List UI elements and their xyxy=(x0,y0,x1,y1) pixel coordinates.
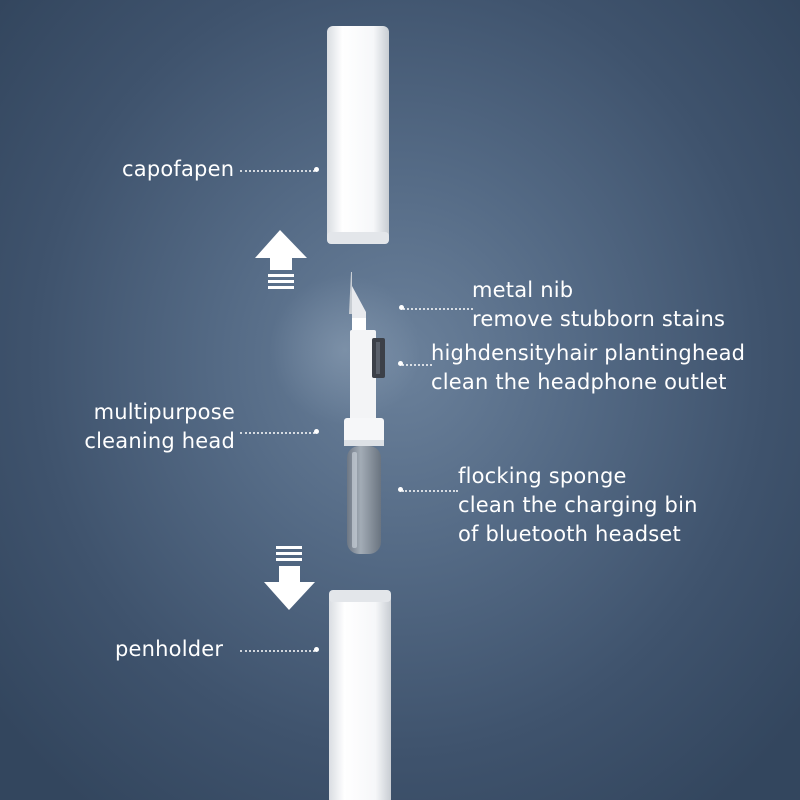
leader-cap-end xyxy=(314,167,319,172)
label-brush-title: highdensityhair plantinghead xyxy=(431,341,746,365)
highlight-glow xyxy=(270,275,420,425)
flocking-sponge xyxy=(347,446,381,554)
label-sponge-desc1: clean the charging bin xyxy=(458,493,698,517)
label-nib-desc: remove stubborn stains xyxy=(472,307,726,331)
leader-brush xyxy=(402,364,432,366)
leader-nib-end xyxy=(399,305,404,310)
leader-sponge-end xyxy=(398,487,403,492)
brush-head xyxy=(350,330,385,420)
label-nib-title: metal nib xyxy=(472,278,574,302)
arrow-up-icon xyxy=(255,230,307,289)
leader-cap xyxy=(240,170,315,172)
label-head-line2: cleaning head xyxy=(84,429,235,453)
label-holder: penholder xyxy=(115,637,224,661)
label-sponge-title: flocking sponge xyxy=(458,464,627,488)
leader-brush-end xyxy=(398,361,403,366)
collar xyxy=(344,418,384,446)
leader-head xyxy=(240,432,315,434)
label-cap: capofapen xyxy=(122,157,235,181)
leader-sponge xyxy=(402,490,458,492)
label-brush-desc: clean the headphone outlet xyxy=(431,370,727,394)
arrow-down-icon xyxy=(264,546,315,610)
leader-head-end xyxy=(314,429,319,434)
leader-nib xyxy=(403,308,473,310)
label-sponge-desc2: of bluetooth headset xyxy=(458,522,681,546)
leader-holder xyxy=(240,650,315,652)
leader-holder-end xyxy=(314,647,319,652)
label-head-line1: multipurpose xyxy=(93,400,235,424)
pen-cap xyxy=(327,26,389,244)
penholder-body xyxy=(329,590,391,800)
